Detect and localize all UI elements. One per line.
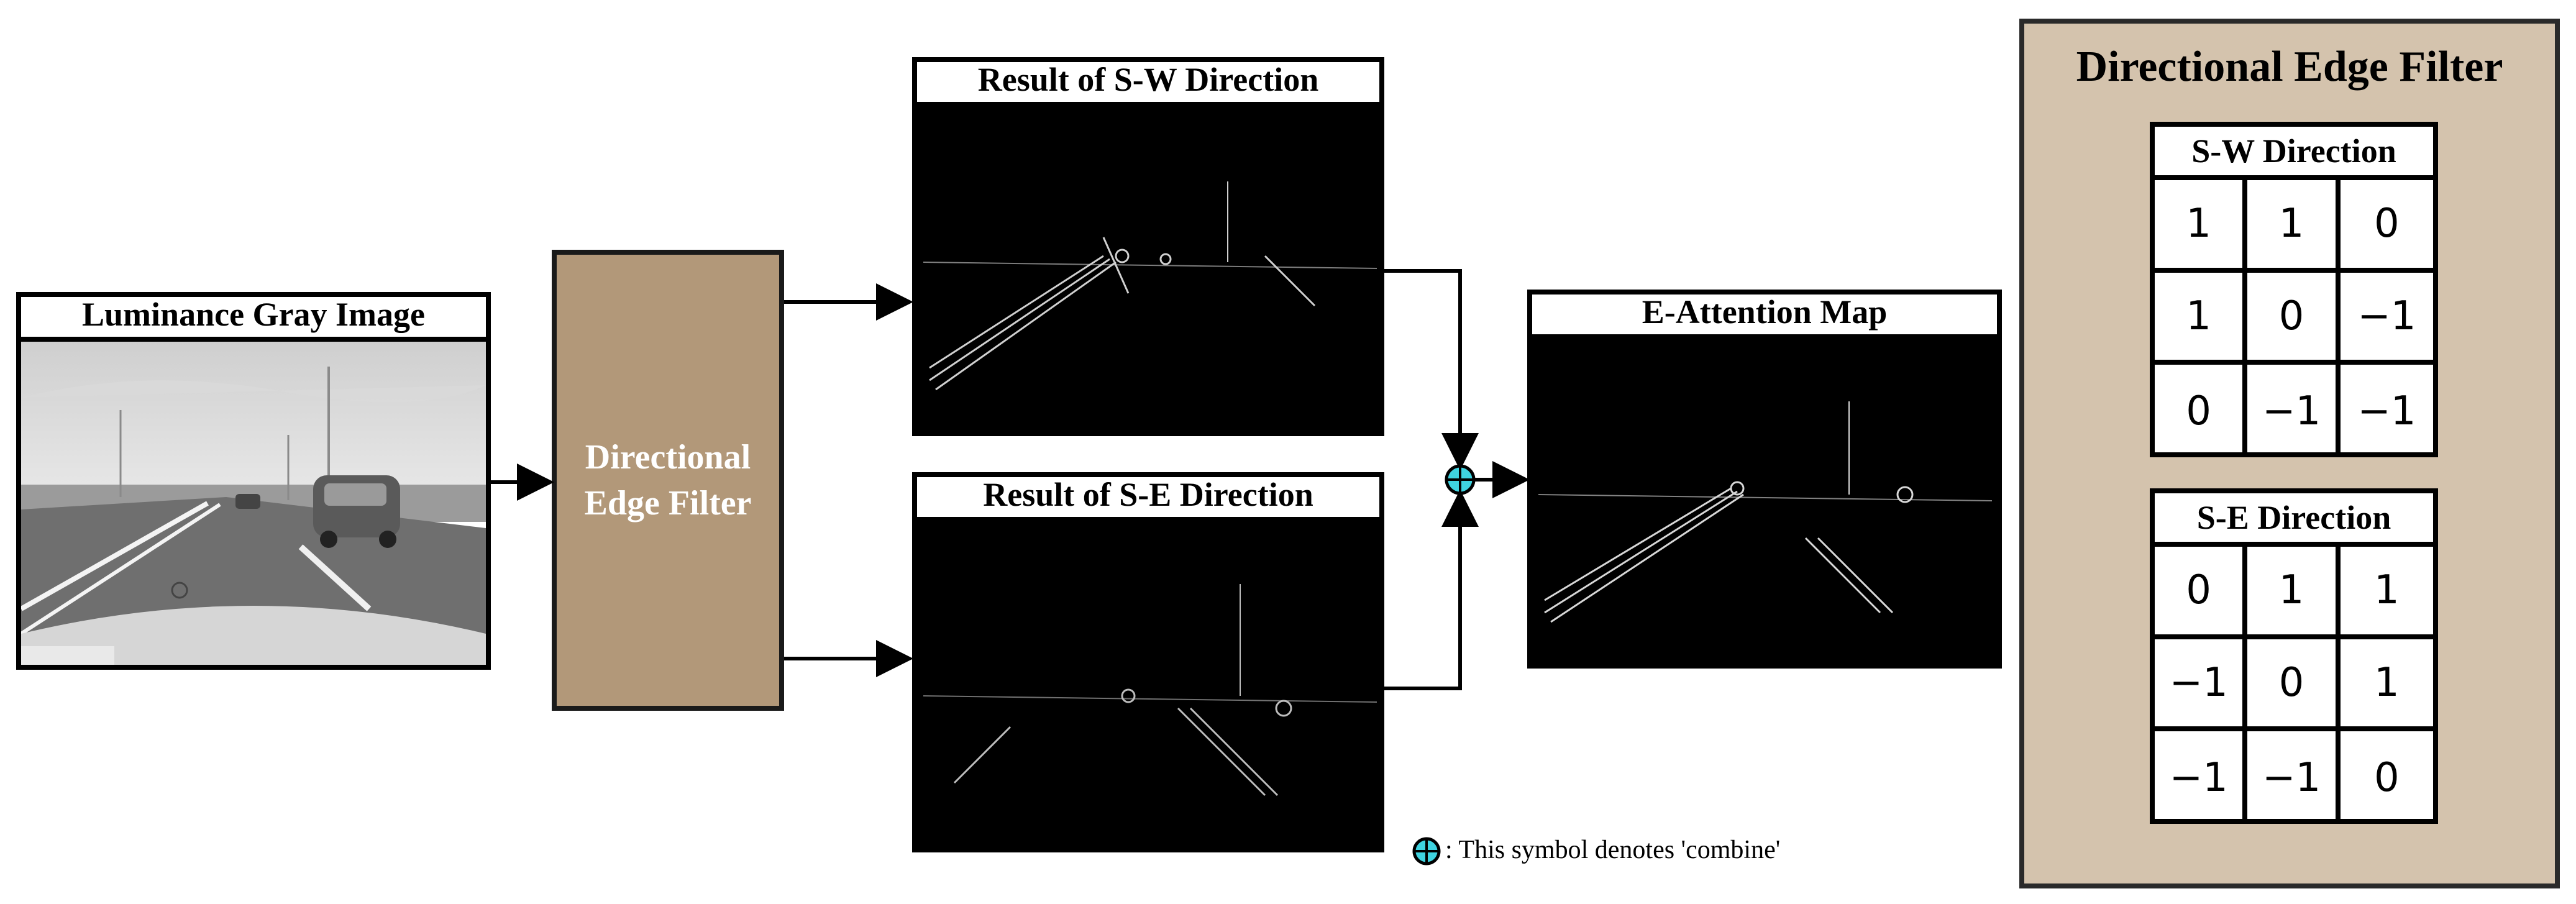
sw-kernel-cell: 1 <box>2247 180 2341 273</box>
se-kernel-cell: 1 <box>2340 547 2433 639</box>
se-kernel-cell: −1 <box>2155 639 2248 732</box>
se-kernel: S-E Direction 0 1 1 −1 0 1 −1 −1 0 <box>2150 488 2438 824</box>
panel-title: Directional Edge Filter <box>2076 43 2503 91</box>
sw-kernel-cell: −1 <box>2357 388 2416 434</box>
se-kernel-cell: 0 <box>2155 547 2248 639</box>
sw-kernel-cell: −1 <box>2340 273 2433 365</box>
se-edge-texture <box>923 584 1377 797</box>
sw-kernel: S-W Direction 1 1 0 1 0 −1 0 −1 −1 <box>2150 122 2438 457</box>
filter-kernel-panel: Directional Edge Filter S-W Direction 1 … <box>2019 19 2560 888</box>
sw-result-image <box>912 102 1384 436</box>
se-result-image <box>912 517 1384 852</box>
road-scene-image <box>21 342 486 665</box>
sw-kernel-cell: 0 <box>2247 272 2341 365</box>
luminance-gray-image <box>16 337 491 670</box>
sw-kernel-cell: 0 <box>2340 180 2433 273</box>
filter-block-line2: Edge Filter <box>584 484 752 523</box>
input-image-title: Luminance Gray Image <box>16 292 491 342</box>
se-kernel-cell: 1 <box>2247 547 2341 639</box>
combine-legend-text: : This symbol denotes 'combine' <box>1445 836 1781 864</box>
directional-edge-filter-block: Directional Edge Filter <box>552 250 784 711</box>
attention-map-image <box>1527 334 2002 669</box>
attention-edge-texture <box>1538 401 1993 623</box>
arrow-se-to-combine <box>1384 490 1479 690</box>
sw-kernel-cell: 1 <box>2155 180 2248 273</box>
se-kernel-cell: 1 <box>2340 639 2433 732</box>
sw-kernel-cell: 1 <box>2155 272 2248 365</box>
legend-combine-icon <box>1412 837 1441 865</box>
se-kernel-grid: 0 1 1 −1 0 1 −1 −1 0 <box>2155 547 2433 824</box>
attention-map-title: E-Attention Map <box>1527 290 2002 339</box>
sw-kernel-grid: 1 1 0 1 0 −1 0 −1 −1 <box>2155 180 2433 457</box>
se-kernel-cell: 0 <box>2373 754 2400 801</box>
arrow-sw-to-combine <box>1384 269 1479 470</box>
filter-block-line1: Directional <box>585 438 751 477</box>
se-kernel-cell: 0 <box>2247 639 2341 732</box>
se-kernel-title: S-E Direction <box>2155 493 2433 547</box>
combine-symbol <box>1445 464 1476 495</box>
se-kernel-cell: −1 <box>2155 731 2248 824</box>
sw-edge-texture <box>923 181 1377 391</box>
sw-kernel-cell: −1 <box>2247 365 2341 457</box>
se-kernel-cell: −1 <box>2247 731 2341 824</box>
sw-kernel-cell: 0 <box>2155 365 2248 457</box>
sw-kernel-title: S-W Direction <box>2155 127 2433 180</box>
